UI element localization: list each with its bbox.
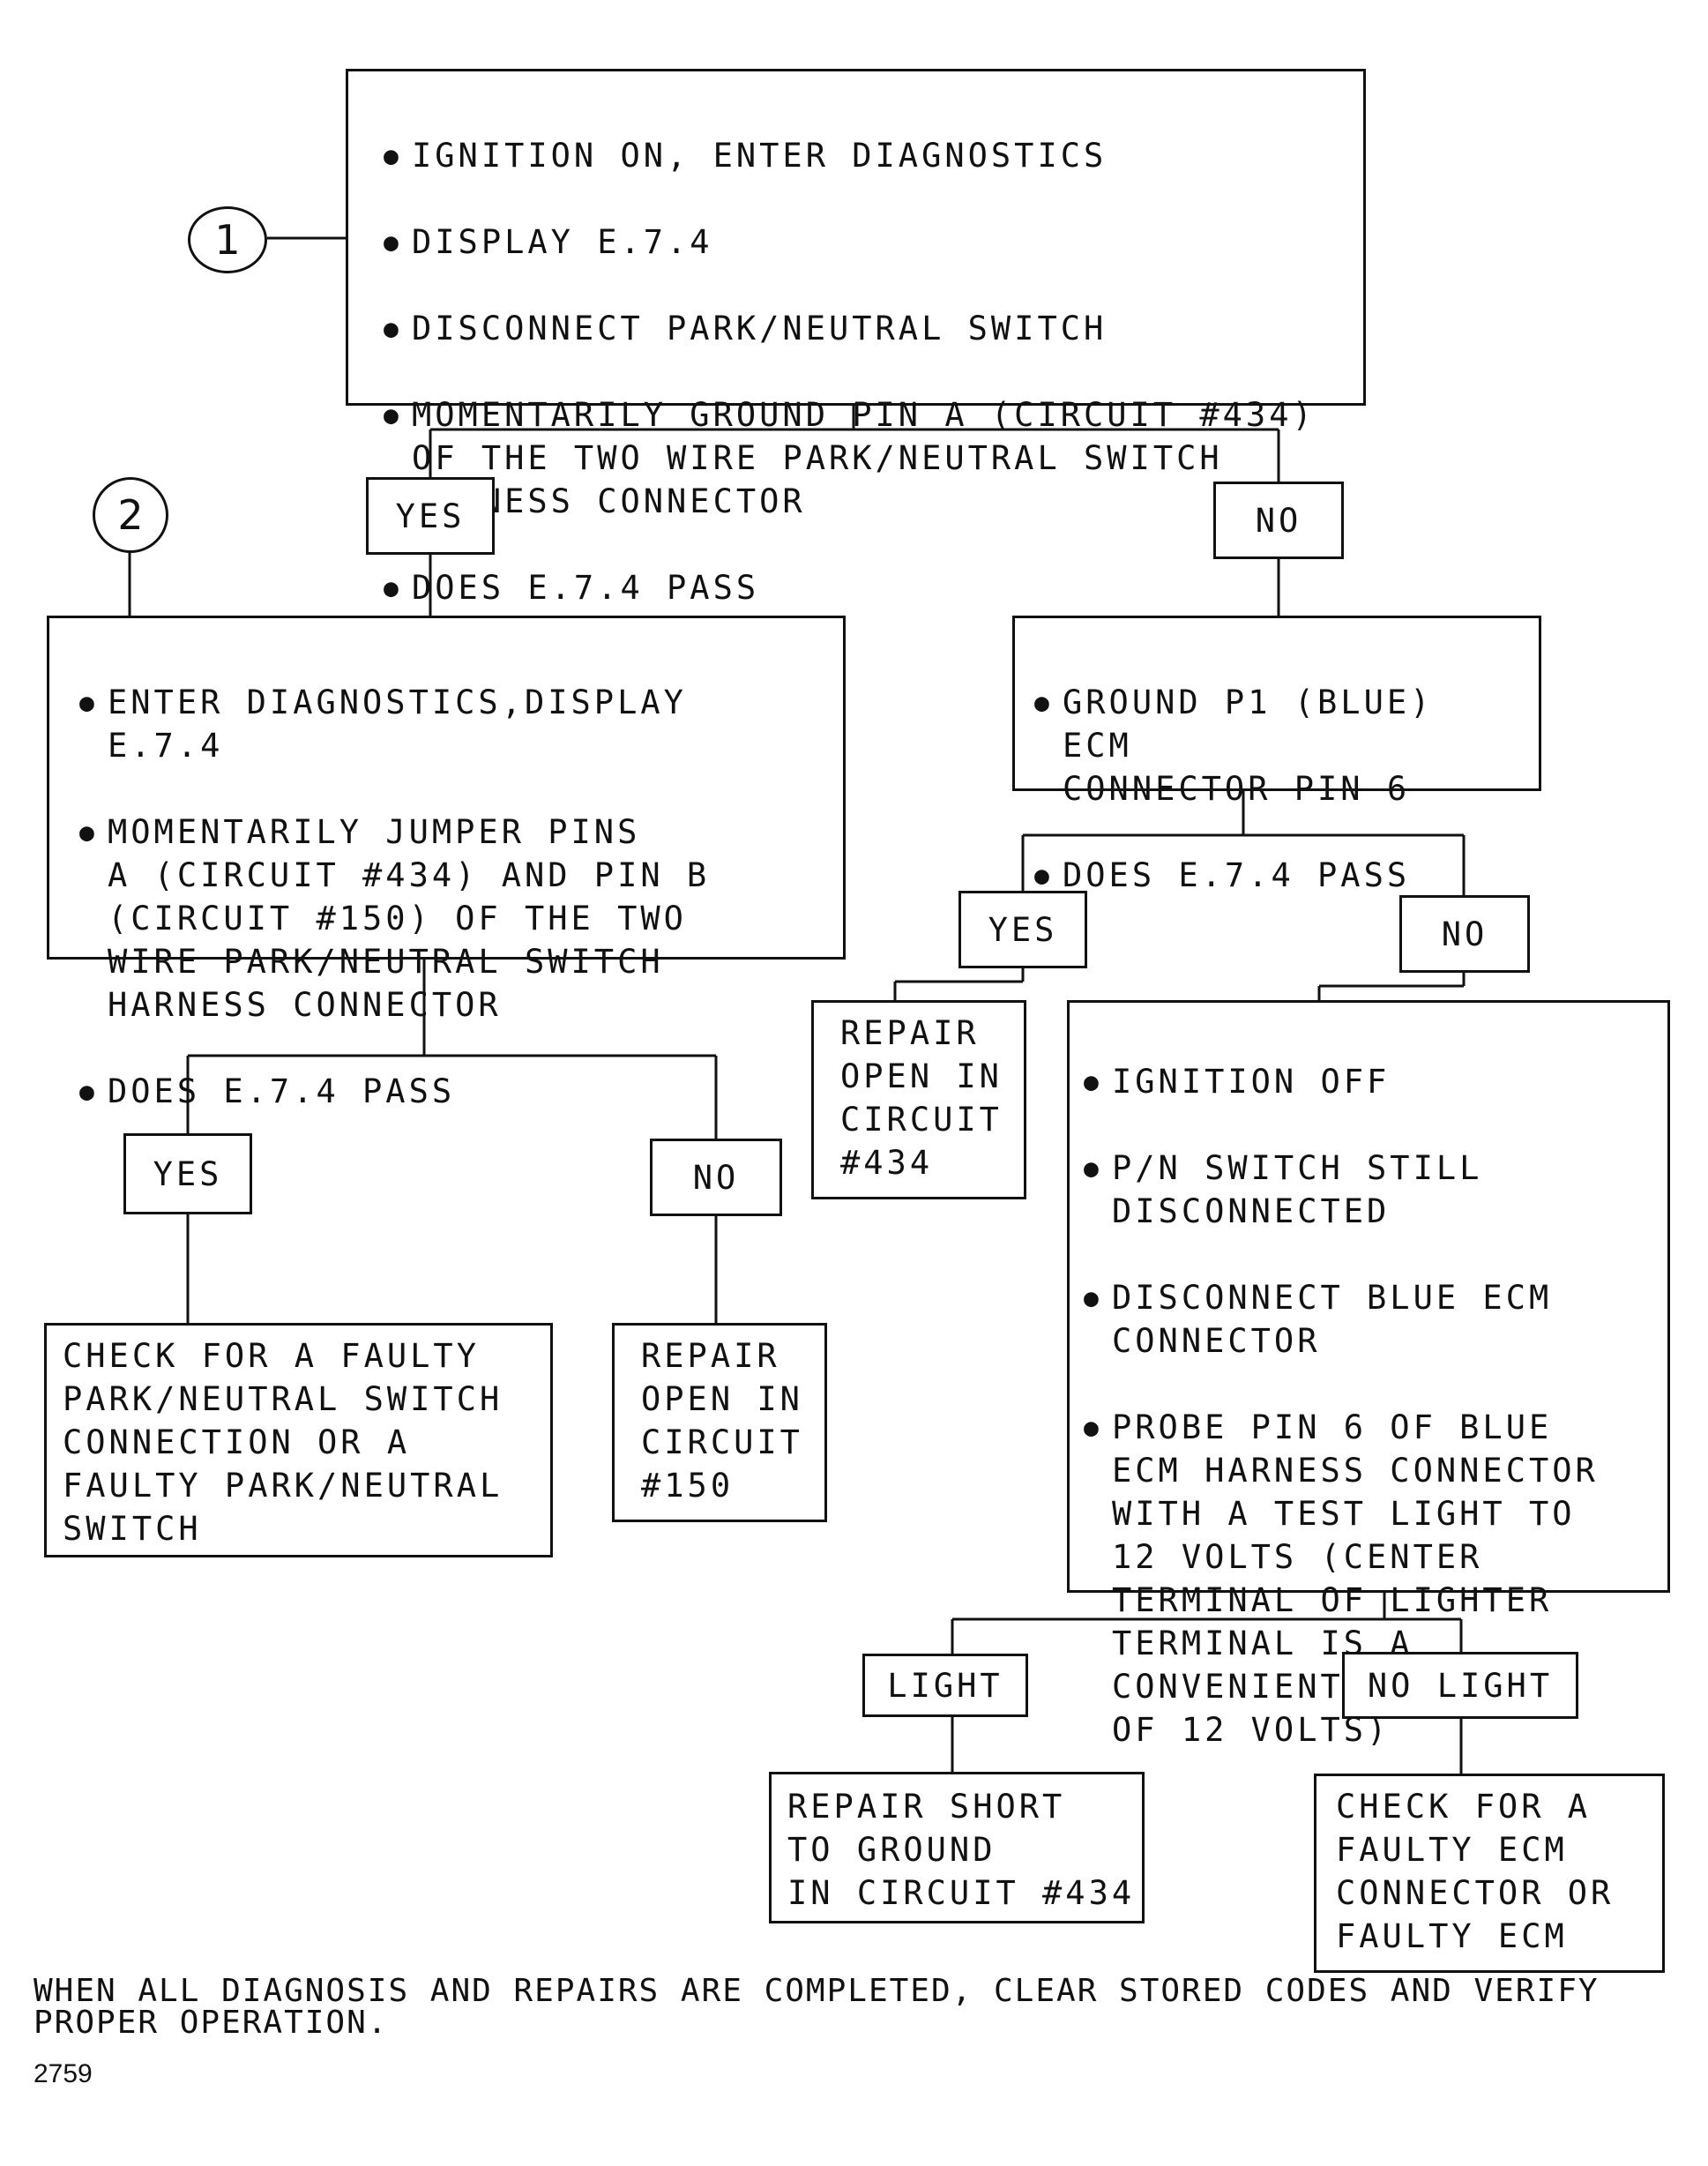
step-1-item: DOES E.7.4 PASS xyxy=(384,566,1337,609)
step-2-yes-label: YES xyxy=(123,1133,252,1214)
probe-test-item: DISCONNECT BLUE ECM CONNECTOR xyxy=(1084,1276,1659,1363)
completion-note: WHEN ALL DIAGNOSIS AND REPAIRS ARE COMPL… xyxy=(34,1973,1600,2041)
step-2-item: DOES E.7.4 PASS xyxy=(79,1070,825,1113)
probe-test-item: IGNITION OFF xyxy=(1084,1060,1659,1103)
probe-test-item: P/N SWITCH STILL DISCONNECTED xyxy=(1084,1146,1659,1233)
step-1-item: IGNITION ON, ENTER DIAGNOSTICS xyxy=(384,134,1337,177)
ground-test-item: GROUND P1 (BLUE) ECM CONNECTOR PIN 6 xyxy=(1034,681,1525,810)
ground-no-label: NO xyxy=(1399,895,1530,973)
ground-test-item: DOES E.7.4 PASS xyxy=(1034,854,1525,897)
step-1-box: IGNITION ON, ENTER DIAGNOSTICS DISPLAY E… xyxy=(346,69,1366,609)
step-2-box: ENTER DIAGNOSTICS,DISPLAY E.7.4 MOMENTAR… xyxy=(47,616,846,1113)
step-1-marker: 1 xyxy=(188,206,267,273)
light-label: LIGHT xyxy=(862,1654,1028,1717)
step-1-item: MOMENTARILY GROUND PIN A (CIRCUIT #434) … xyxy=(384,393,1337,523)
repair-open-434-box: REPAIR OPEN IN CIRCUIT #434 xyxy=(811,1000,1026,1199)
ground-yes-label: YES xyxy=(958,891,1087,968)
step-2-item: MOMENTARILY JUMPER PINS A (CIRCUIT #434)… xyxy=(79,810,825,1027)
check-faulty-switch-box: CHECK FOR A FAULTY PARK/NEUTRAL SWITCH C… xyxy=(44,1323,553,1557)
probe-test-box: IGNITION OFF P/N SWITCH STILL DISCONNECT… xyxy=(1067,1000,1670,1749)
step-1-item: DISPLAY E.7.4 xyxy=(384,220,1337,264)
step-1-item: DISCONNECT PARK/NEUTRAL SWITCH xyxy=(384,307,1337,350)
no-light-label: NO LIGHT xyxy=(1342,1652,1578,1719)
probe-test-item: PROBE PIN 6 OF BLUE ECM HARNESS CONNECTO… xyxy=(1084,1406,1659,1751)
check-faulty-ecm-box: CHECK FOR A FAULTY ECM CONNECTOR OR FAUL… xyxy=(1314,1774,1665,1973)
figure-number: 2759 xyxy=(34,2059,93,2088)
step-2-no-label: NO xyxy=(650,1139,782,1216)
repair-open-150-box: REPAIR OPEN IN CIRCUIT #150 xyxy=(612,1323,827,1522)
step-1-no-label: NO xyxy=(1213,482,1344,559)
repair-short-box: REPAIR SHORT TO GROUND IN CIRCUIT #434 xyxy=(769,1772,1145,1923)
step-2-item: ENTER DIAGNOSTICS,DISPLAY E.7.4 xyxy=(79,681,825,767)
step-1-yes-label: YES xyxy=(366,477,495,555)
step-2-marker: 2 xyxy=(93,477,168,553)
ground-test-box: GROUND P1 (BLUE) ECM CONNECTOR PIN 6 DOE… xyxy=(1012,616,1541,897)
